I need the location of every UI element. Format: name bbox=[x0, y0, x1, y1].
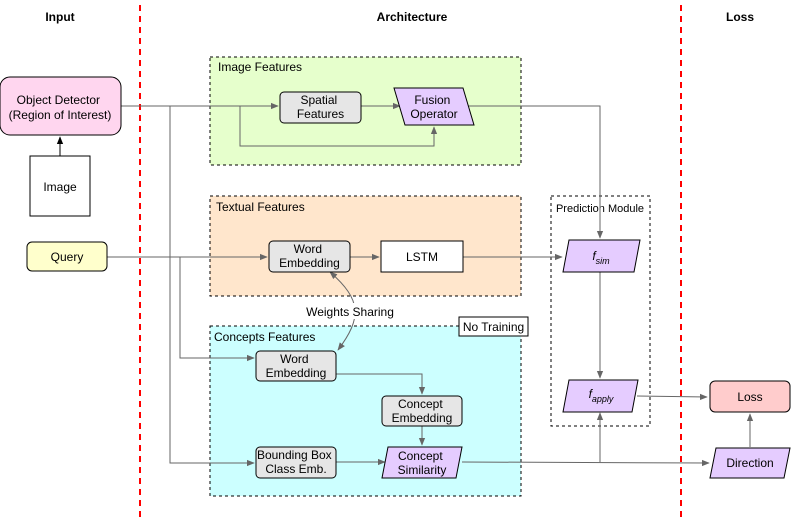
bounding-box-label: Bounding Box Class Emb. bbox=[257, 448, 335, 476]
f-sim-node bbox=[562, 239, 641, 273]
column-header-architecture: Architecture bbox=[377, 10, 448, 24]
group-textual-features-label: Textual Features bbox=[216, 200, 305, 214]
f-apply-node bbox=[562, 379, 639, 413]
edge-bypass-fusion bbox=[239, 106, 438, 147]
fusion-operator-node bbox=[393, 87, 475, 126]
column-header-loss: Loss bbox=[726, 10, 754, 24]
word-embedding-concepts-node bbox=[255, 350, 337, 382]
lstm-node bbox=[380, 240, 464, 273]
group-concepts-features-label: Concepts Features bbox=[214, 330, 315, 344]
column-header-input: Input bbox=[45, 10, 74, 24]
spatial-features-node bbox=[279, 91, 362, 124]
bounding-box-node bbox=[255, 446, 337, 479]
query-node bbox=[26, 241, 108, 272]
group-image-features-label: Image Features bbox=[218, 60, 302, 74]
edge-fusion-fsim bbox=[468, 105, 604, 239]
edge-wordemb-conceptemb bbox=[336, 373, 426, 395]
spatial-features-label: Spatial Features bbox=[297, 93, 344, 121]
edge-fapply-loss bbox=[636, 393, 708, 401]
direction-label: Direction bbox=[726, 456, 773, 470]
no-training-box bbox=[458, 316, 529, 337]
concept-similarity-label: Concept Similarity bbox=[398, 449, 447, 477]
concept-similarity-node bbox=[381, 446, 463, 479]
lstm-label: LSTM bbox=[406, 250, 438, 264]
edge-detector-bbox bbox=[169, 106, 255, 467]
object-detector-node bbox=[0, 76, 122, 136]
word-embedding-concepts-label: Word Embedding bbox=[266, 352, 327, 380]
no-training-label: No Training bbox=[463, 320, 524, 334]
word-embedding-text-node bbox=[268, 240, 351, 273]
f-sim-label: fsim bbox=[592, 249, 610, 266]
concept-embedding-label: Concept Embedding bbox=[392, 397, 453, 425]
edge-query-concept-wordemb bbox=[179, 257, 255, 362]
concept-embedding-node bbox=[381, 395, 463, 427]
object-detector-label: Object Detector (Region of Interest) bbox=[9, 93, 112, 122]
word-embedding-text-label: Word Embedding bbox=[279, 242, 340, 270]
fusion-operator-label: Fusion Operator bbox=[410, 93, 457, 121]
f-apply-label: fapply bbox=[589, 387, 614, 404]
weights-sharing-label: Weights Sharing bbox=[306, 305, 394, 319]
group-textual-features bbox=[209, 195, 522, 297]
image-label: Image bbox=[43, 180, 77, 194]
loss-label: Loss bbox=[737, 390, 762, 404]
query-label: Query bbox=[51, 250, 84, 264]
weights-sharing-label-bg bbox=[303, 303, 397, 319]
direction-node bbox=[709, 447, 791, 479]
loss-node bbox=[709, 380, 791, 413]
image-node bbox=[29, 155, 91, 217]
edge-similarity-direction bbox=[461, 459, 710, 467]
